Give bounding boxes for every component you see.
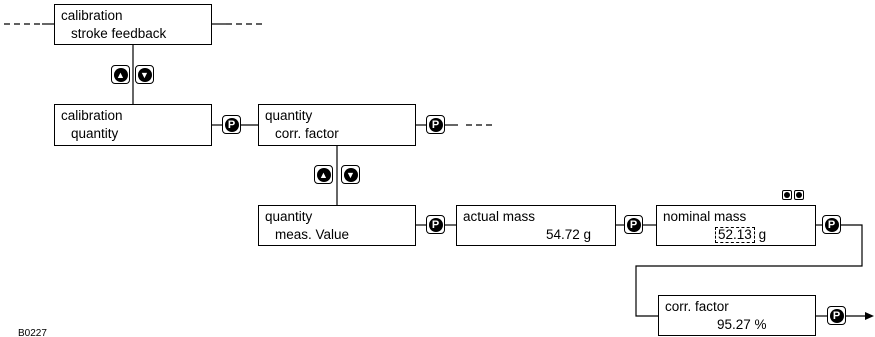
box-line-2: meas. Value [275,227,350,242]
box-calibration-quantity: calibration quantity [54,104,212,146]
up-key-icon: ▲ [111,65,130,84]
small-down-key-icon [794,190,804,200]
down-key-icon: ▼ [341,165,360,184]
box-corr-factor: corr. factor 95.27 % [658,295,816,336]
p-key-icon: P [222,115,241,134]
box-quantity-meas-value: quantity meas. Value [258,205,416,246]
box-line-1: quantity [265,108,313,123]
p-key-icon: P [426,215,445,234]
corr-factor-value: 95.27 % [717,317,767,332]
box-quantity-corr-factor: quantity corr. factor [258,104,416,146]
box-calibration-stroke-feedback: calibration stroke feedback [54,4,212,45]
nominal-mass-edit-value: 52.13 [715,227,755,243]
box-line-1: quantity [265,209,313,224]
p-key-icon: P [827,306,846,325]
p-key-icon: P [624,215,643,234]
box-line-1: calibration [61,8,123,23]
box-actual-mass: actual mass 54.72 g [456,205,616,246]
box-nominal-mass: nominal mass 52.13 g [656,205,816,246]
up-key-icon: ▲ [314,165,333,184]
box-line-1: nominal mass [663,209,747,224]
nominal-mass-unit: g [758,227,767,242]
down-key-icon: ▼ [135,65,154,84]
box-line-2: stroke feedback [71,26,167,41]
box-line-1: calibration [61,108,123,123]
p-key-icon: P [822,215,841,234]
p-key-icon: P [426,115,445,134]
box-line-1: corr. factor [665,299,729,314]
actual-mass-value: 54.72 g [545,227,591,242]
connector-return [635,224,863,317]
box-line-1: actual mass [463,209,536,224]
small-up-key-icon [782,190,792,200]
nominal-mass-line: 52.13 g [715,226,766,243]
box-line-2: quantity [71,126,119,141]
figure-code: B0227 [18,328,47,337]
box-line-2: corr. factor [275,126,339,141]
arrow-head [865,312,874,320]
